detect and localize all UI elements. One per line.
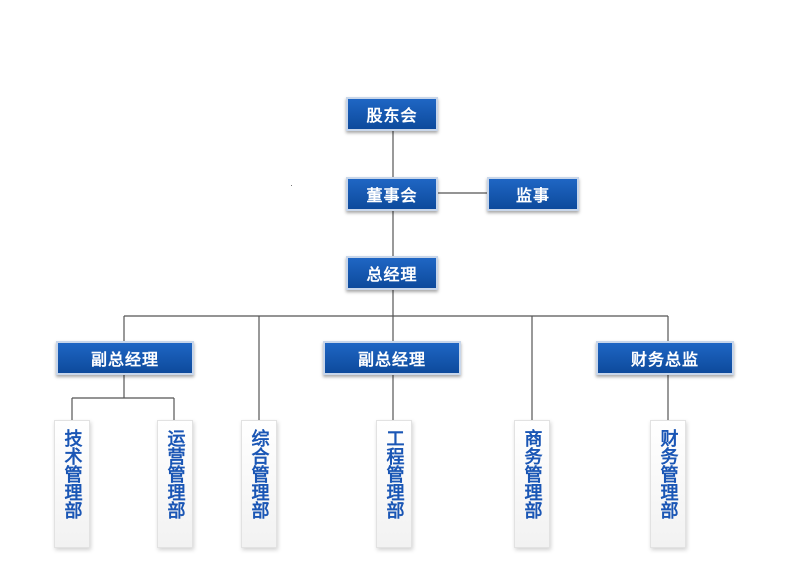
node-shareholders[interactable]: 股东会 — [346, 97, 438, 131]
node-board[interactable]: 董事会 — [346, 177, 438, 211]
stray-dot — [291, 185, 292, 186]
dept-general-affairs[interactable]: 综合管理部 — [241, 420, 277, 548]
dept-finance[interactable]: 财务管理部 — [650, 420, 686, 548]
dept-technology[interactable]: 技术管理部 — [54, 420, 90, 548]
node-vice-gm-1[interactable]: 副总经理 — [56, 341, 194, 375]
dept-engineering[interactable]: 工程管理部 — [376, 420, 412, 548]
dept-business[interactable]: 商务管理部 — [514, 420, 550, 548]
dept-operations[interactable]: 运营管理部 — [157, 420, 193, 548]
node-vice-gm-2[interactable]: 副总经理 — [323, 341, 461, 375]
node-general-manager[interactable]: 总经理 — [346, 256, 438, 290]
node-supervisor[interactable]: 监事 — [487, 177, 579, 211]
node-cfo[interactable]: 财务总监 — [596, 341, 734, 375]
